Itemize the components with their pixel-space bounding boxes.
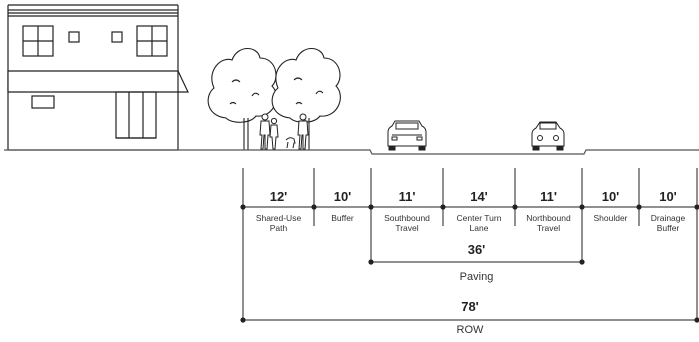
dimension-node xyxy=(311,204,317,210)
building-illustration xyxy=(7,4,189,151)
segment-width: 10' xyxy=(334,189,352,204)
dimension-diagram: 12'Shared-UsePath10'Buffer11'SouthboundT… xyxy=(240,168,699,336)
trees-illustration xyxy=(207,47,341,150)
pedestrians-illustration xyxy=(259,113,309,150)
segment-label: Lane xyxy=(470,223,489,233)
paving-width: 36' xyxy=(468,242,486,257)
segment-width: 10' xyxy=(602,189,620,204)
segment-width: 10' xyxy=(659,189,677,204)
segment-label: Northbound xyxy=(526,213,571,223)
segment-label: Southbound xyxy=(384,213,430,223)
segment-label: Path xyxy=(270,223,288,233)
dimension-node xyxy=(440,204,446,210)
segment-label: Shoulder xyxy=(593,213,627,223)
paving-label: Paving xyxy=(460,271,494,283)
car-northbound xyxy=(531,121,565,151)
dimension-node xyxy=(579,204,585,210)
dimension-node xyxy=(694,204,699,210)
dimension-node xyxy=(636,204,642,210)
row-label: ROW xyxy=(457,324,485,336)
dimension-node xyxy=(240,204,246,210)
segment-width: 14' xyxy=(470,189,488,204)
segment-width: 11' xyxy=(399,189,416,204)
ground-line xyxy=(4,149,699,155)
dimension-node xyxy=(240,317,246,323)
car-southbound xyxy=(387,120,427,151)
segment-label: Travel xyxy=(537,223,560,233)
segment-width: 11' xyxy=(540,189,557,204)
dimension-node xyxy=(368,204,374,210)
dimension-node xyxy=(512,204,518,210)
segment-label: Center Turn xyxy=(457,213,502,223)
dimension-node xyxy=(579,259,585,265)
segment-label: Buffer xyxy=(657,223,680,233)
segment-label: Drainage xyxy=(651,213,686,223)
dimension-node xyxy=(368,259,374,265)
segment-label: Shared-Use xyxy=(256,213,302,223)
dimension-node xyxy=(694,317,699,323)
row-width: 78' xyxy=(461,299,479,314)
segment-width: 12' xyxy=(270,189,288,204)
segment-label: Travel xyxy=(395,223,418,233)
segment-label: Buffer xyxy=(331,213,354,223)
